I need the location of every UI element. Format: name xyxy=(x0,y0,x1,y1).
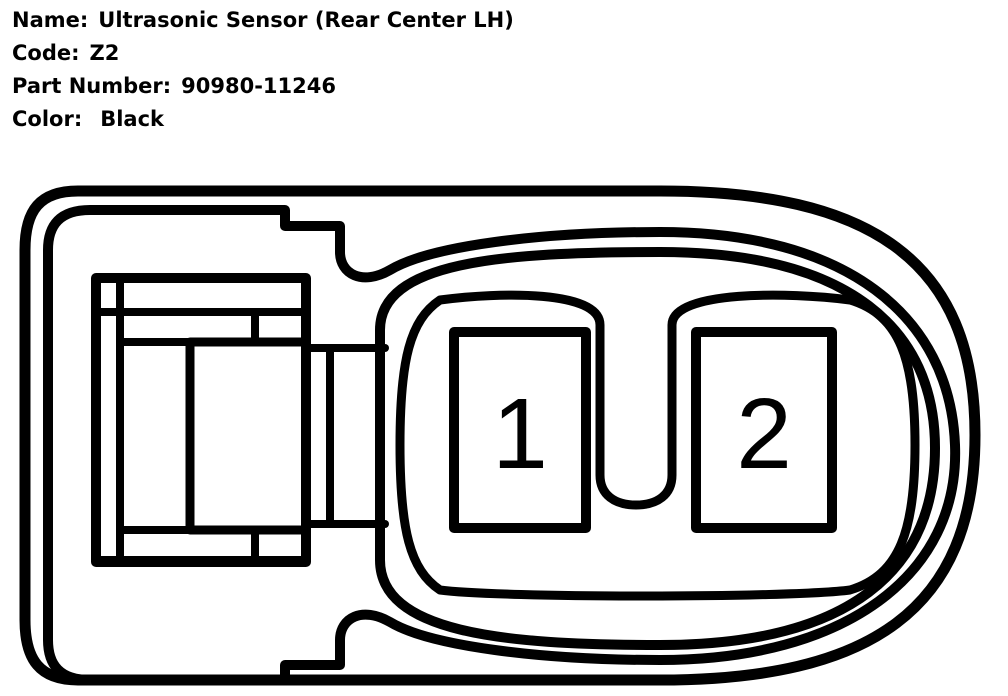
part-number-label: Part Number: xyxy=(12,74,172,98)
terminal-2-number: 2 xyxy=(736,378,792,490)
terminal-cavity-outline xyxy=(395,290,920,601)
color-value: Black xyxy=(100,107,165,131)
locking-tab xyxy=(91,273,389,567)
color-row: Color: Black xyxy=(12,103,514,136)
inner-shell-outline xyxy=(43,205,961,685)
terminal-1: 1 xyxy=(449,327,591,533)
name-value: Ultrasonic Sensor (Rear Center LH) xyxy=(98,8,514,32)
code-row: Code: Z2 xyxy=(12,37,514,70)
code-label: Code: xyxy=(12,41,80,65)
code-value: Z2 xyxy=(89,41,120,65)
connector-info: Name:Ultrasonic Sensor (Rear Center LH) … xyxy=(12,4,514,136)
outer-housing-outline xyxy=(19,185,981,686)
connector-body-outline xyxy=(375,247,940,650)
lock-frame xyxy=(91,273,311,567)
terminal-1-box xyxy=(449,327,591,533)
color-label: Color: xyxy=(12,107,83,131)
part-number-row: Part Number: 90980-11246 xyxy=(12,70,514,103)
name-label: Name: xyxy=(12,8,89,32)
part-number-value: 90980-11246 xyxy=(181,74,336,98)
lock-slot xyxy=(185,337,311,535)
terminal-1-number: 1 xyxy=(492,378,548,490)
terminal-2-box xyxy=(691,327,837,533)
terminal-2: 2 xyxy=(691,327,837,533)
name-row: Name: Ultrasonic Sensor (Rear Center LH) xyxy=(12,4,514,37)
